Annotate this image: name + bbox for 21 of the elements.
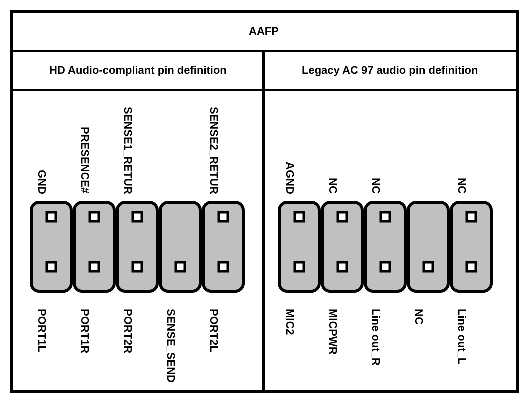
pin-label: AGND bbox=[284, 162, 296, 194]
title-heading: AAFP bbox=[249, 26, 279, 38]
pin-label: Line out_L bbox=[456, 309, 468, 365]
pin-label: PORT1L bbox=[36, 309, 48, 352]
column-heading: Legacy AC 97 audio pin definition bbox=[302, 65, 478, 77]
pin-label: NC bbox=[456, 178, 468, 194]
pin-label: MIC2 bbox=[284, 309, 296, 336]
pin-label: SENSE_SEND bbox=[164, 309, 176, 383]
pin-label: SENSE2_RETUR bbox=[208, 107, 220, 194]
pin-label: NC bbox=[370, 178, 382, 194]
pin-label: GND bbox=[36, 170, 48, 194]
pin-label: PORT2R bbox=[122, 309, 134, 354]
pin-label: NC bbox=[326, 178, 338, 194]
pin-label: MICPWR bbox=[326, 309, 338, 355]
pin-label: PORT1R bbox=[78, 309, 90, 354]
pin-label: Line out_R bbox=[370, 309, 382, 366]
column-heading: HD Audio-compliant pin definition bbox=[50, 65, 227, 77]
pin-label: PRESENCE# bbox=[78, 127, 90, 194]
pin-label: PORT2L bbox=[208, 309, 220, 352]
pin-label: NC bbox=[412, 309, 424, 325]
pin-label: SENSE1_RETUR bbox=[122, 107, 134, 194]
